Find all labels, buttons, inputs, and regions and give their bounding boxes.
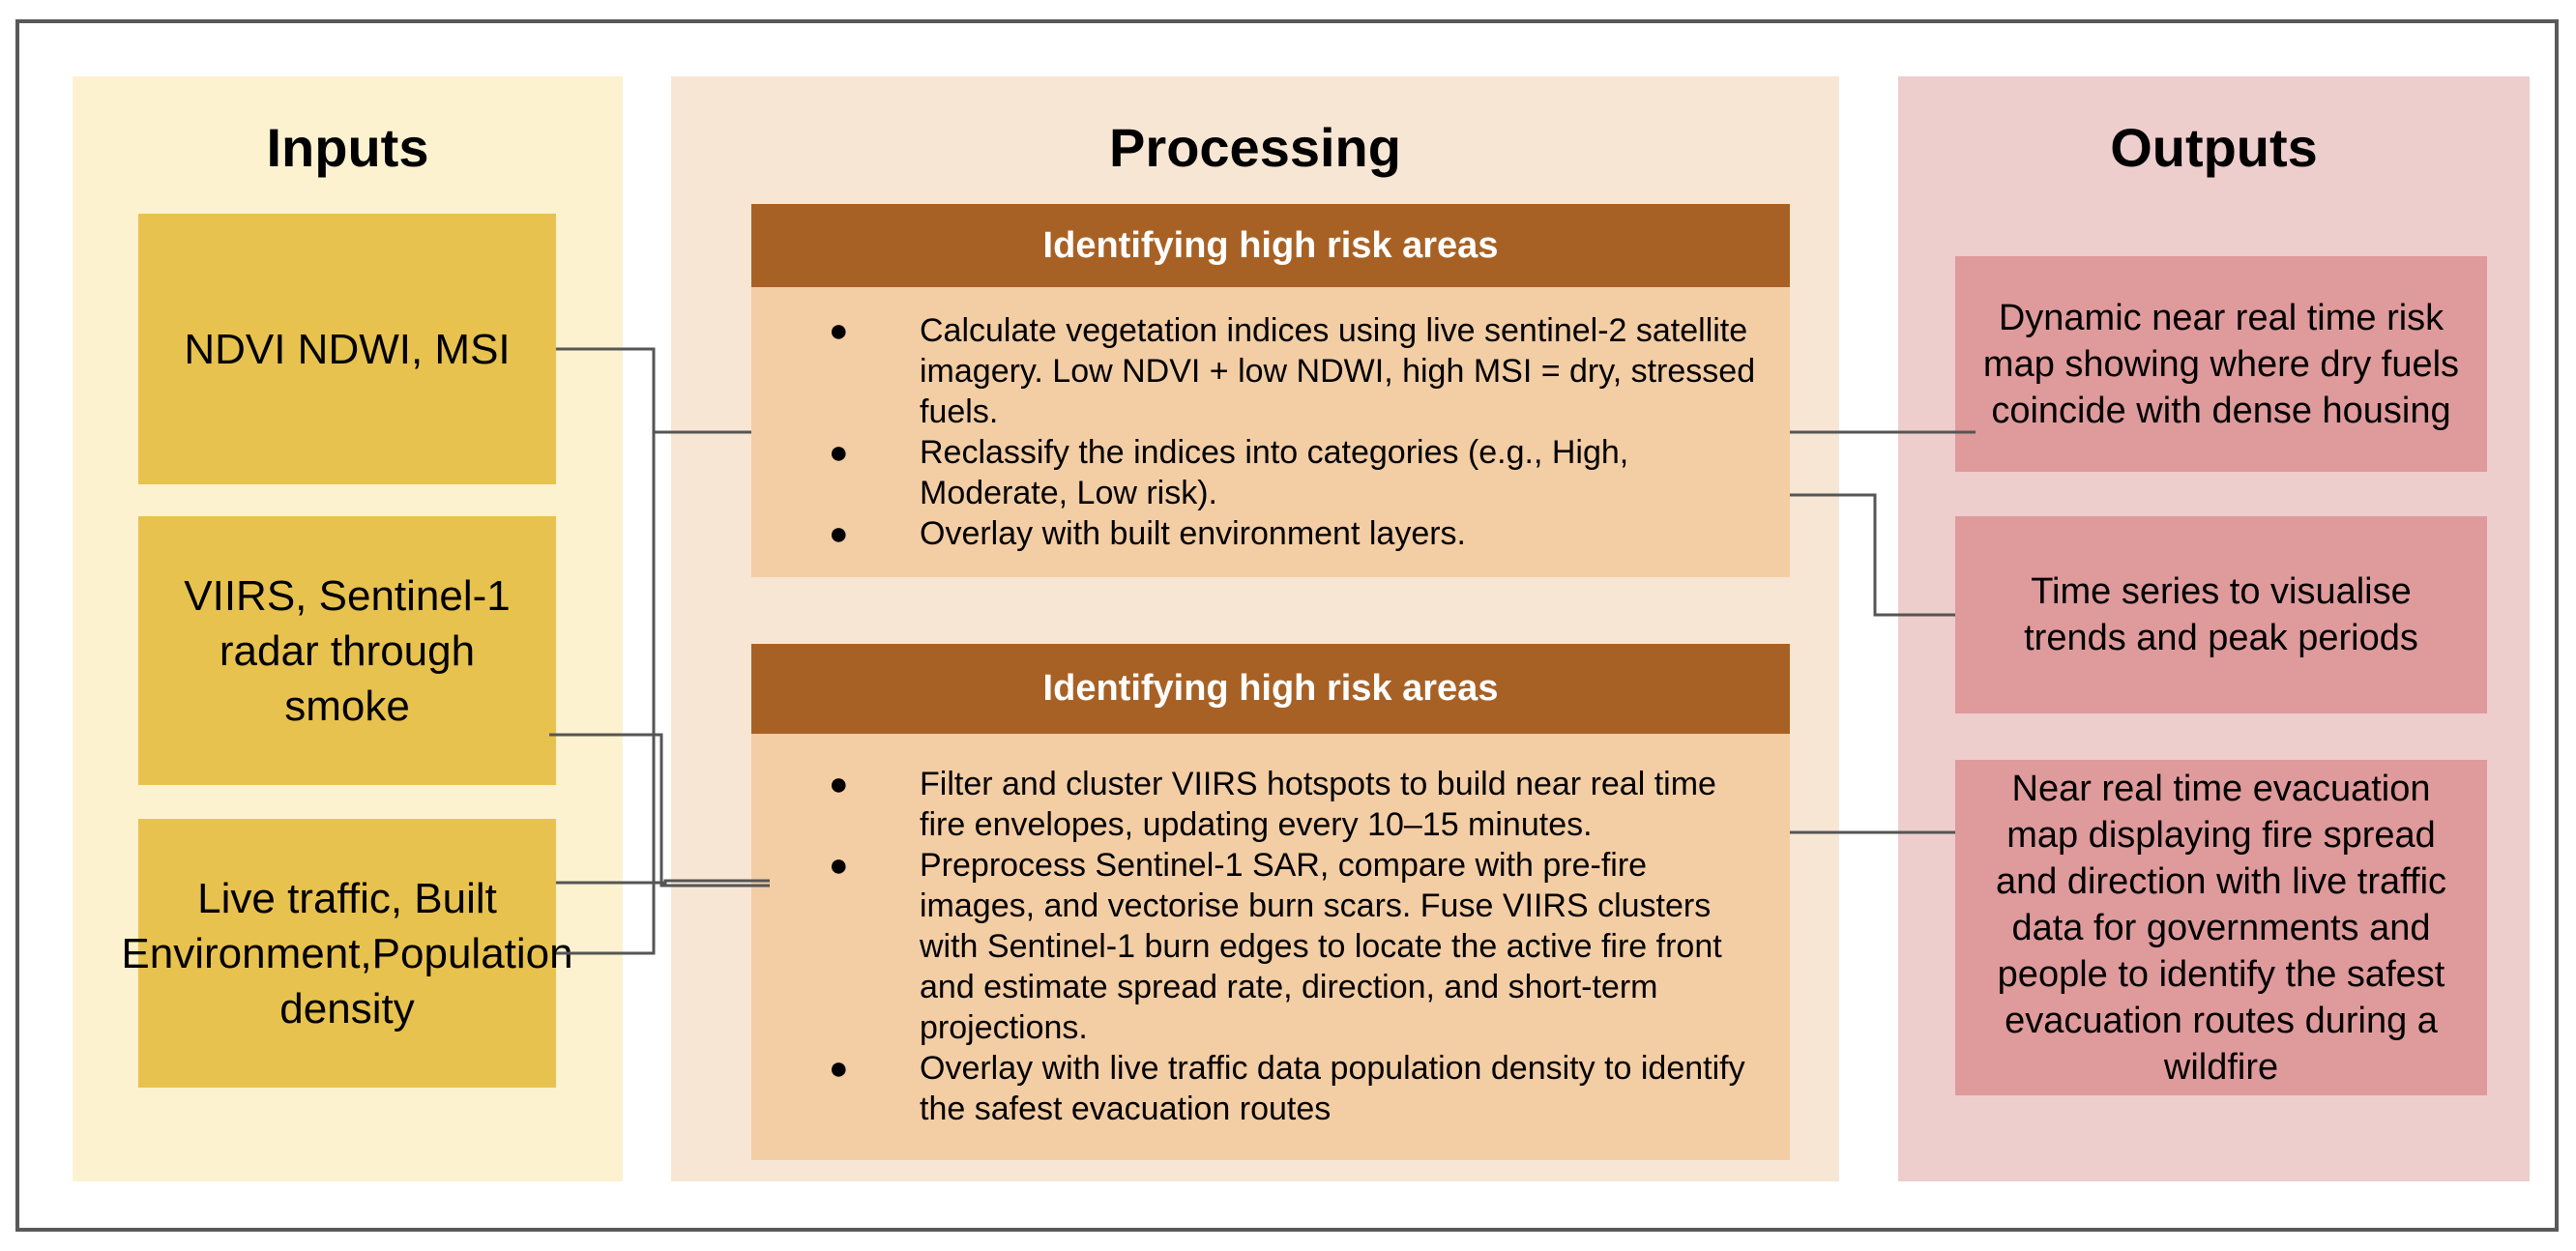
- output-box-risk-map: Dynamic near real time risk map showing …: [1955, 256, 2487, 472]
- list-item: ● Overlay with built environment layers.: [751, 513, 1790, 554]
- processing-panel-1: Identifying high risk areas ● Calculate …: [751, 204, 1790, 577]
- output-box-time-series: Time series to visualise trends and peak…: [1955, 516, 2487, 713]
- output-box-evacuation-map: Near real time evacuation map displaying…: [1955, 760, 2487, 1095]
- diagram-frame: [15, 19, 2559, 1232]
- processing-panel-2-list: ● Filter and cluster VIIRS hotspots to b…: [751, 764, 1790, 1129]
- bullet-text: Reclassify the indices into categories (…: [920, 434, 1629, 511]
- processing-panel-1-list: ● Calculate vegetation indices using liv…: [751, 310, 1790, 554]
- bullet-icon: ●: [829, 1050, 849, 1087]
- list-item: ● Preprocess Sentinel-1 SAR, compare wit…: [751, 845, 1790, 1048]
- bullet-text: Filter and cluster VIIRS hotspots to bui…: [920, 766, 1716, 843]
- list-item: ● Filter and cluster VIIRS hotspots to b…: [751, 764, 1790, 845]
- input-box-traffic-population: Live traffic, Built Environment,Populati…: [121, 819, 573, 1088]
- bullet-icon: ●: [829, 847, 849, 884]
- bullet-text: Overlay with live traffic data populatio…: [920, 1050, 1745, 1127]
- bullet-icon: ●: [829, 312, 849, 349]
- list-item: ● Reclassify the indices into categories…: [751, 432, 1790, 513]
- bullet-icon: ●: [829, 434, 849, 471]
- processing-panel-2-header: Identifying high risk areas: [751, 644, 1790, 734]
- bullet-text: Calculate vegetation indices using live …: [920, 312, 1756, 430]
- bullet-text: Preprocess Sentinel-1 SAR, compare with …: [920, 847, 1722, 1046]
- list-item: ● Calculate vegetation indices using liv…: [751, 310, 1790, 432]
- processing-panel-2: Identifying high risk areas ● Filter and…: [751, 644, 1790, 1160]
- processing-panel-1-header: Identifying high risk areas: [751, 204, 1790, 287]
- bullet-text: Overlay with built environment layers.: [920, 515, 1467, 552]
- input-box-viirs-sentinel: VIIRS, Sentinel-1 radar through smoke: [138, 516, 556, 785]
- list-item: ● Overlay with live traffic data populat…: [751, 1048, 1790, 1129]
- processing-title: Processing: [1109, 117, 1401, 178]
- bullet-icon: ●: [829, 515, 849, 552]
- input-box-indices: NDVI NDWI, MSI: [138, 214, 556, 484]
- inputs-title: Inputs: [266, 117, 429, 178]
- outputs-title: Outputs: [2110, 117, 2318, 178]
- bullet-icon: ●: [829, 766, 849, 802]
